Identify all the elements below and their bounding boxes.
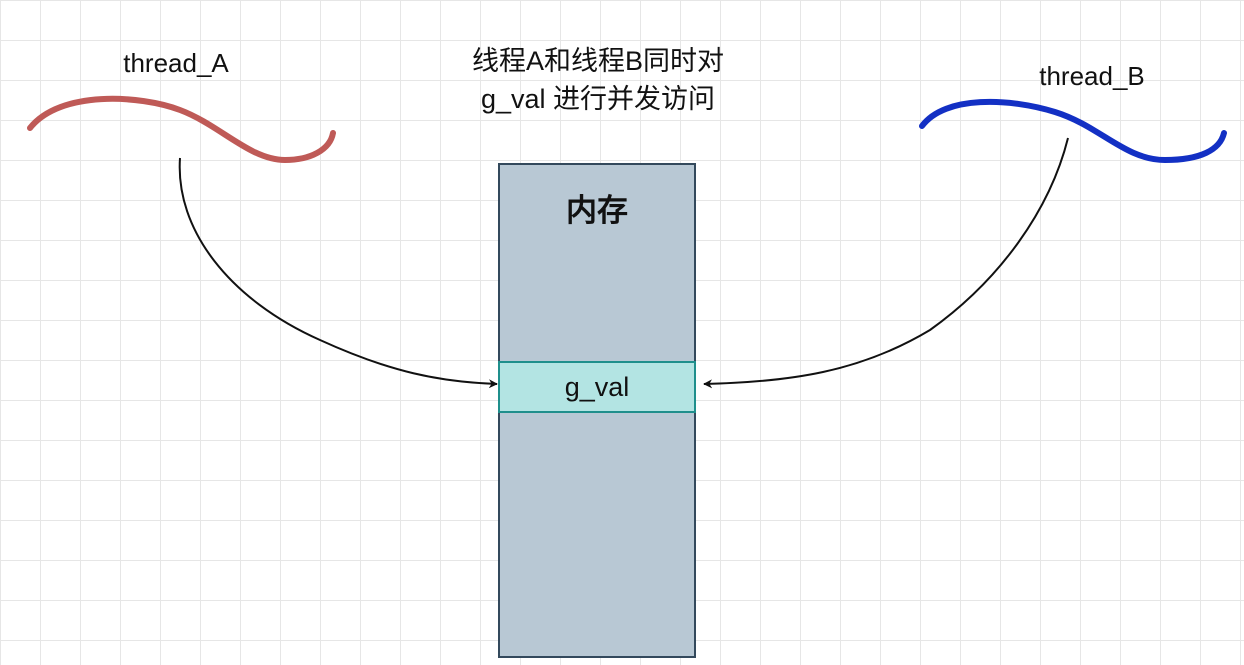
thread-b-label: thread_B — [1039, 61, 1145, 91]
thread-b-arrow — [703, 137, 1069, 389]
thread-a-label: thread_A — [123, 48, 229, 78]
g-val-cell: g_val — [498, 361, 696, 413]
memory-block: 内存 g_val — [498, 163, 696, 658]
memory-title: 内存 — [566, 193, 628, 228]
thread-a-arrow — [178, 157, 498, 389]
thread-a-wave — [27, 95, 336, 164]
diagram-caption: 线程A和线程B同时对 g_val 进行并发访问 — [472, 42, 724, 118]
caption-line-2: g_val 进行并发访问 — [480, 84, 716, 114]
caption-line-1: 线程A和线程B同时对 — [471, 46, 725, 76]
thread-b-wave — [919, 98, 1227, 164]
